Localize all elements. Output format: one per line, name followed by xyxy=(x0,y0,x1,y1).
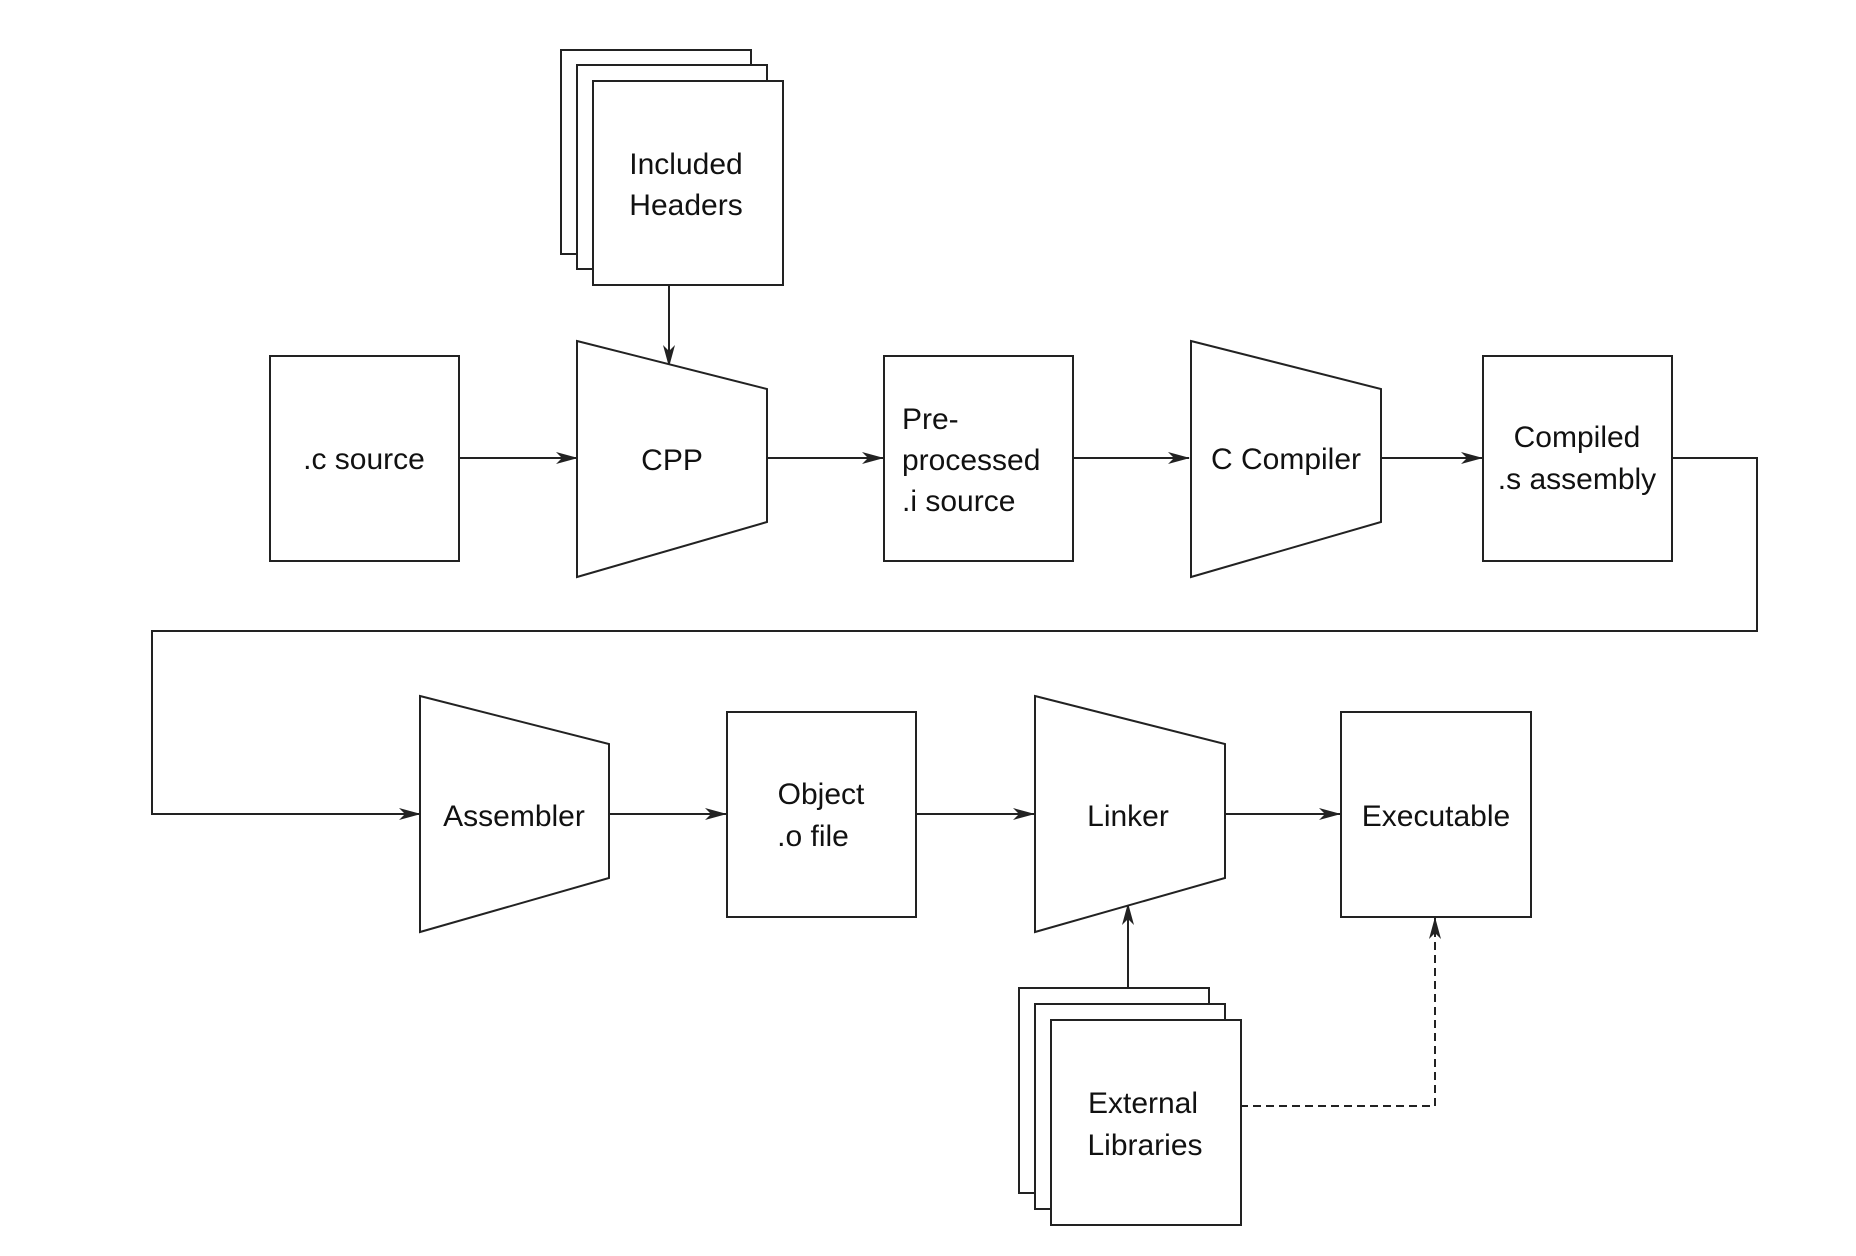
linker-label: Linker xyxy=(1087,800,1169,833)
c-compiler-label: C Compiler xyxy=(1211,443,1361,476)
headers-label-line-2: Headers xyxy=(629,189,742,222)
compiled-label-line-1: Compiled xyxy=(1514,421,1641,454)
assembler-label: Assembler xyxy=(443,800,585,833)
node-cpp: CPP xyxy=(576,339,768,579)
c-source-label: .c source xyxy=(303,443,425,476)
node-linker: Linker xyxy=(1034,694,1226,934)
node-external-libraries: External Libraries xyxy=(1018,987,1242,1226)
preprocessed-label-line-2: processed xyxy=(902,444,1040,477)
node-assembler: Assembler xyxy=(419,694,610,934)
node-object-file: Object .o file xyxy=(726,711,917,918)
node-c-source: .c source xyxy=(269,355,460,562)
node-included-headers: Included Headers xyxy=(560,49,784,286)
object-label-line-2: .o file xyxy=(777,820,849,853)
preprocessed-label-line-3: .i source xyxy=(902,485,1015,518)
node-preprocessed: Pre- processed .i source xyxy=(883,355,1074,562)
node-executable: Executable xyxy=(1340,711,1532,918)
compiled-label-line-2: .s assembly xyxy=(1498,463,1656,496)
libraries-label-line-2: Libraries xyxy=(1087,1129,1202,1162)
node-c-compiler: C Compiler xyxy=(1190,339,1382,579)
object-label-line-1: Object xyxy=(778,778,865,811)
libraries-label-line-1: External xyxy=(1088,1087,1198,1120)
edges xyxy=(151,286,1758,1107)
edge-compiled-to-assembler xyxy=(151,457,1758,820)
executable-label: Executable xyxy=(1362,800,1510,833)
edge-libraries-to-executable xyxy=(1240,917,1441,1107)
node-compiled-assembly: Compiled .s assembly xyxy=(1482,355,1673,562)
cpp-label: CPP xyxy=(641,444,703,477)
headers-label-line-1: Included xyxy=(629,148,742,181)
preprocessed-label-line-1: Pre- xyxy=(902,403,959,436)
